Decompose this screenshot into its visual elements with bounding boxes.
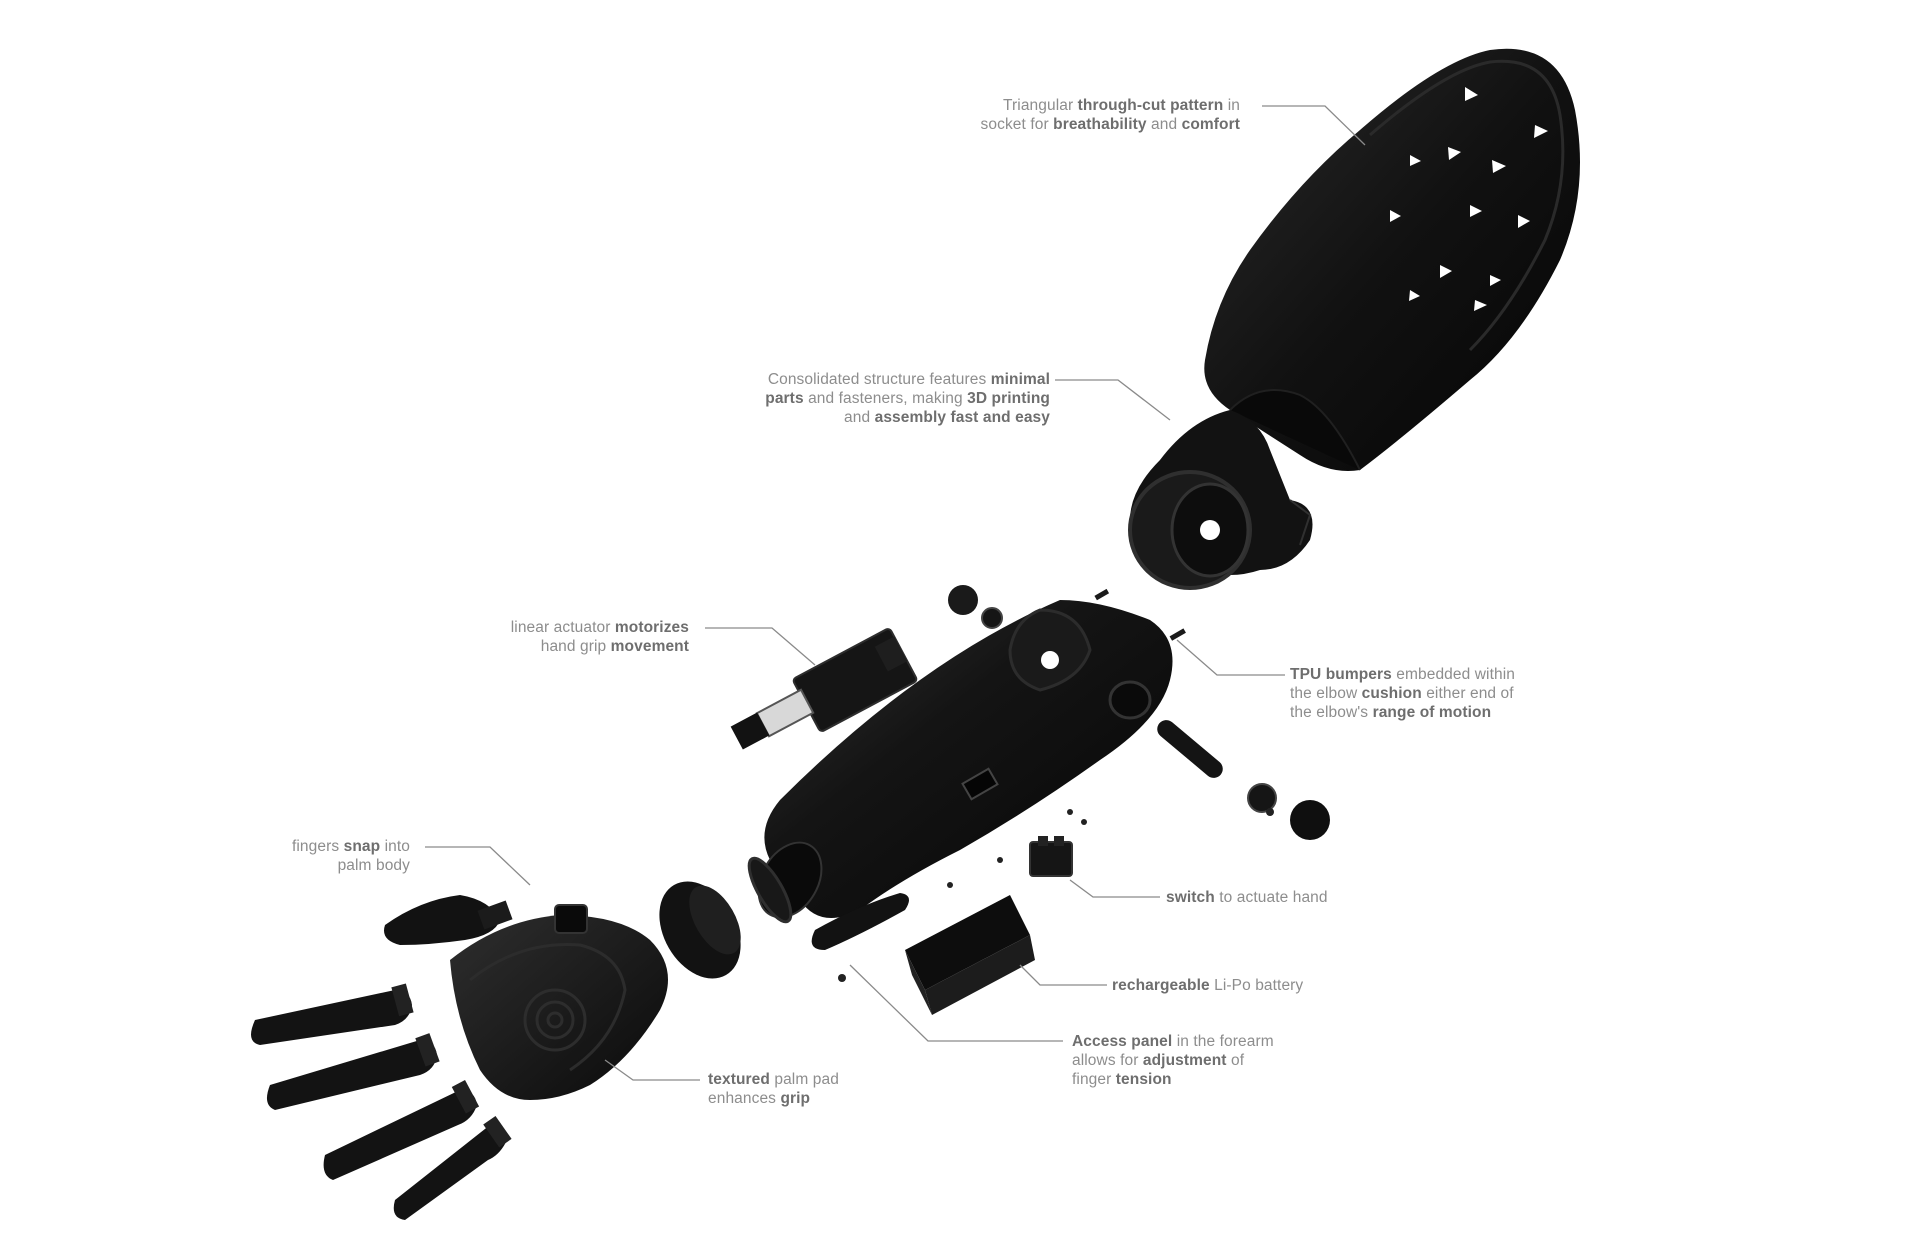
callout-switch: switch to actuate hand — [1166, 888, 1328, 907]
callout-emphasis: adjustment — [1142, 1052, 1227, 1069]
callout-actuator-line: linear actuator motorizes — [511, 618, 689, 637]
leader-tpu — [1176, 639, 1285, 676]
callout-emphasis: 3D printing — [967, 390, 1050, 407]
callout-access-line: finger tension — [1072, 1070, 1274, 1089]
callout-emphasis: Access panel — [1072, 1033, 1173, 1050]
callout-actuator-line: hand grip movement — [511, 637, 689, 656]
callout-palm-line: textured palm pad — [708, 1070, 839, 1089]
callout-text: in the forearm — [1172, 1033, 1274, 1050]
callout-text: Consolidated structure features — [767, 371, 991, 388]
leader-actuator — [705, 627, 816, 666]
callout-emphasis: tension — [1115, 1071, 1172, 1088]
finger-index — [251, 983, 414, 1045]
callout-emphasis: through-cut pattern — [1077, 97, 1224, 114]
callout-emphasis: assembly fast and easy — [874, 409, 1050, 426]
elbow-pins — [948, 585, 1330, 840]
palm-part — [450, 904, 668, 1100]
callout-access-line: Access panel in the forearm — [1072, 1032, 1274, 1051]
callout-fingers-line: palm body — [292, 856, 410, 875]
leader-switch — [1069, 879, 1160, 898]
callout-text: socket for — [980, 116, 1054, 133]
callout-fingers-line: fingers snap into — [292, 837, 410, 856]
access-panel-part — [811, 893, 909, 982]
switch-part — [947, 809, 1087, 888]
callout-text: embedded within — [1391, 666, 1515, 683]
callout-palm-line: enhances grip — [708, 1089, 839, 1108]
callout-text: hand grip — [540, 638, 611, 655]
leader-lines — [425, 105, 1366, 1081]
callout-emphasis: rechargeable — [1112, 977, 1210, 994]
callout-text: in — [1223, 97, 1240, 114]
through-cut-pattern — [1390, 87, 1548, 311]
callout-emphasis: grip — [780, 1090, 811, 1107]
callout-emphasis: breathability — [1053, 116, 1147, 133]
socket-part — [1204, 48, 1580, 471]
callout-battery-line: rechargeable Li-Po battery — [1112, 976, 1303, 995]
callout-socket-line: socket for breathability and comfort — [981, 115, 1240, 134]
callout-emphasis: movement — [610, 638, 689, 655]
callout-text: the elbow's — [1290, 704, 1373, 721]
callout-emphasis: parts — [765, 390, 804, 407]
finger-ring — [323, 1080, 480, 1180]
wrist-rings-part — [659, 856, 793, 979]
callout-emphasis: minimal — [990, 371, 1050, 388]
callout-emphasis: snap — [343, 838, 381, 855]
callout-emphasis: cushion — [1361, 685, 1422, 702]
callout-emphasis: motorizes — [614, 619, 689, 636]
callout-consolidated-line: and assembly fast and easy — [765, 408, 1050, 427]
callout-text: palm pad — [769, 1071, 839, 1088]
callout-text: allows for — [1072, 1052, 1143, 1069]
callout-text: Triangular — [1003, 97, 1078, 114]
callout-text: Li-Po battery — [1209, 977, 1304, 994]
callout-text: into — [380, 838, 410, 855]
callout-text: the elbow — [1290, 685, 1362, 702]
callout-emphasis: switch — [1166, 889, 1215, 906]
finger-little — [393, 1115, 512, 1220]
callout-text: of — [1226, 1052, 1245, 1069]
callout-text: finger — [1072, 1071, 1116, 1088]
leader-socket — [1262, 105, 1366, 146]
leader-consolidated — [1055, 379, 1171, 421]
callout-consolidated-line: Consolidated structure features minimal — [765, 370, 1050, 389]
callout-text: enhances — [708, 1090, 781, 1107]
callout-consolidated-line: parts and fasteners, making 3D printing — [765, 389, 1050, 408]
elbow-joint-part — [1128, 410, 1313, 590]
thumb-part — [384, 895, 513, 945]
leader-palm — [604, 1059, 700, 1081]
callout-tpu-line: the elbow cushion either end of — [1290, 684, 1515, 703]
callout-text: to actuate hand — [1214, 889, 1328, 906]
callout-tpu-line: TPU bumpers embedded within — [1290, 665, 1515, 684]
callout-emphasis: range of motion — [1372, 704, 1492, 721]
callout-battery: rechargeable Li-Po battery — [1112, 976, 1303, 995]
leader-fingers — [425, 846, 531, 886]
forearm-part — [757, 600, 1173, 919]
linear-actuator-part — [730, 628, 918, 750]
callout-tpu-line: the elbow's range of motion — [1290, 703, 1515, 722]
callout-access-line: allows for adjustment of — [1072, 1051, 1274, 1070]
callout-emphasis: textured — [708, 1071, 770, 1088]
callout-text: and — [1146, 116, 1182, 133]
finger-middle — [266, 1033, 440, 1110]
leader-access — [849, 964, 1063, 1042]
callout-text: linear actuator — [510, 619, 615, 636]
callout-emphasis: comfort — [1181, 116, 1240, 133]
callout-text: palm body — [337, 857, 410, 874]
callout-switch-line: switch to actuate hand — [1166, 888, 1328, 907]
callout-text: fingers — [291, 838, 344, 855]
callout-socket-line: Triangular through-cut pattern in — [981, 96, 1240, 115]
callout-emphasis: TPU bumpers — [1290, 666, 1392, 683]
battery-part — [905, 895, 1035, 1015]
leader-battery — [1019, 964, 1107, 986]
callout-text: and fasteners, making — [803, 390, 968, 407]
callout-text: either end of — [1421, 685, 1514, 702]
callout-text: and — [844, 409, 875, 426]
